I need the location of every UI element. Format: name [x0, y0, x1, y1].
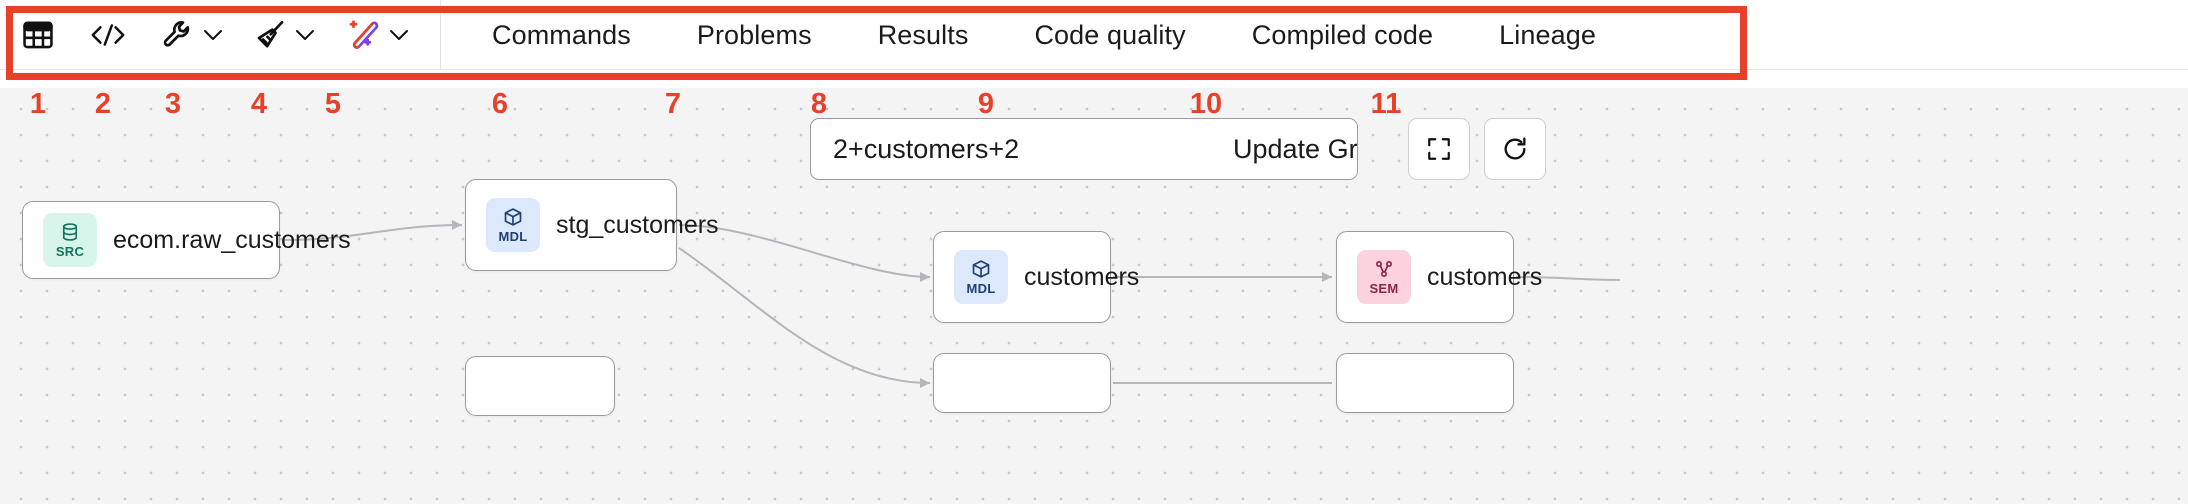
cube-icon [971, 258, 991, 280]
node-type-label: MDL [498, 229, 528, 244]
node-type-label: MDL [966, 281, 996, 296]
tab-lineage[interactable]: Lineage [1499, 19, 1596, 50]
annotation-number-5: 5 [324, 88, 342, 120]
tab-compiled-code[interactable]: Compiled code [1251, 19, 1434, 50]
annotation-number-1: 1 [29, 88, 47, 120]
lineage-node[interactable] [1336, 353, 1514, 413]
update-graph-button[interactable]: Update Graph [1209, 119, 1357, 179]
toolbar-divider [440, 0, 441, 70]
fullscreen-button[interactable] [1408, 118, 1470, 180]
wrench-chevron-down-icon[interactable] [198, 12, 228, 58]
node-label: customers [1427, 262, 1543, 291]
editor-toolbar: Commands Problems Results Code quality C… [0, 0, 2188, 70]
magic-wand-chevron-down-icon[interactable] [384, 12, 414, 58]
lineage-edges [281, 220, 1621, 388]
broom-icon[interactable] [250, 12, 290, 58]
node-label: stg_customers [556, 210, 719, 239]
wrench-icon[interactable] [158, 12, 198, 58]
lineage-node[interactable]: MDL customers [933, 231, 1139, 323]
annotation-number-8: 8 [810, 88, 828, 120]
search-input[interactable] [811, 119, 1209, 179]
lineage-node[interactable] [465, 356, 615, 416]
lineage-node[interactable] [933, 353, 1111, 413]
refresh-icon [1504, 137, 1526, 160]
node-type-badge: SEM [1357, 250, 1411, 304]
magic-wand-icon[interactable] [344, 12, 384, 58]
annotation-number-10: 10 [1189, 88, 1223, 120]
annotation-number-4: 4 [250, 88, 268, 120]
code-icon[interactable] [88, 12, 128, 58]
tab-results[interactable]: Results [877, 19, 969, 50]
annotation-number-7: 7 [664, 88, 682, 120]
node-label: ecom.raw_customers [113, 225, 351, 254]
node-type-badge: SRC [43, 213, 97, 267]
tab-problems[interactable]: Problems [696, 19, 812, 50]
tab-commands[interactable]: Commands [492, 19, 631, 50]
annotation-number-11: 11 [1370, 88, 1402, 120]
tab-code-quality[interactable]: Code quality [1034, 19, 1186, 50]
graph-icon [1374, 258, 1394, 280]
database-icon [60, 221, 80, 243]
annotation-number-6: 6 [491, 88, 509, 120]
table-icon[interactable] [18, 12, 58, 58]
cube-icon [503, 206, 523, 228]
node-type-label: SEM [1369, 281, 1399, 296]
broom-chevron-down-icon[interactable] [290, 12, 320, 58]
node-type-badge: MDL [486, 198, 540, 252]
annotation-number-2: 2 [94, 88, 112, 120]
annotation-number-3: 3 [164, 88, 182, 120]
node-type-badge: MDL [954, 250, 1008, 304]
lineage-node[interactable]: MDL stg_customers [465, 179, 719, 271]
refresh-button[interactable] [1484, 118, 1546, 180]
lineage-node[interactable]: SEM customers [1336, 231, 1542, 323]
node-type-label: SRC [55, 244, 85, 259]
toolbar-icon-group [0, 0, 414, 70]
graph-selector-search[interactable]: Update Graph [810, 118, 1358, 180]
tab-bar: Commands Problems Results Code quality C… [459, 0, 1629, 70]
lineage-node[interactable]: SRC ecom.raw_customers [22, 201, 351, 279]
annotation-number-9: 9 [977, 88, 995, 120]
node-label: customers [1024, 262, 1140, 291]
lineage-canvas[interactable]: Update Graph SRCecom.raw_customersMDLstg… [0, 88, 2188, 504]
fullscreen-icon [1428, 138, 1450, 160]
